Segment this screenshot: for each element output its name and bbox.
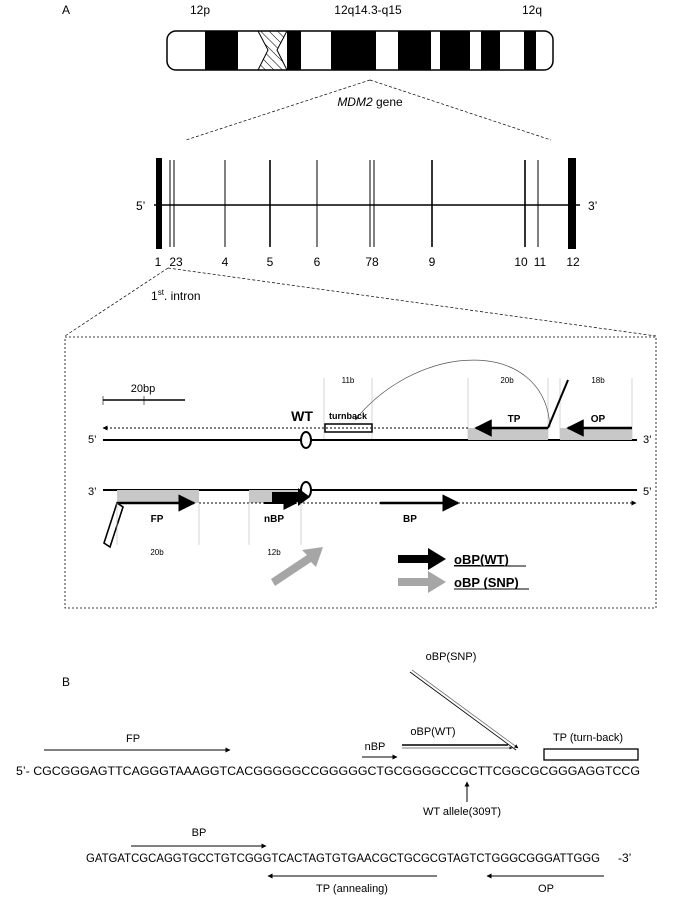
obp-snp-line-a xyxy=(409,671,517,751)
exon-label: 5 xyxy=(267,255,274,269)
fp-seq-label: FP xyxy=(126,733,140,745)
wt-label: WT xyxy=(291,408,313,424)
tp-region xyxy=(468,428,548,440)
length-label-op: 18b xyxy=(591,376,605,385)
nbp-label: nBP xyxy=(264,514,284,525)
chromosome-p-arm-label: 12p xyxy=(190,3,210,17)
panel-a-label: A xyxy=(62,3,70,17)
tp-turnback-box xyxy=(543,748,639,761)
exon-label: 6 xyxy=(314,255,321,269)
turnback-label: turnback xyxy=(329,411,368,421)
fp-tail xyxy=(103,501,124,549)
top-strand-five-prime: 5’ xyxy=(88,434,97,446)
exon-labels: 1 23 4 5 6 78 9 10 11 12 xyxy=(155,255,580,269)
obp-snp-label: oBP(SNP) xyxy=(426,651,477,663)
gene-label: MDM2 gene xyxy=(337,95,403,109)
obp-snp-gray-arrow xyxy=(271,547,323,586)
sequence-line-1: 5’- CGCGGGAGTTCAGGGTAAAGGTCACGGGGGCCGGGG… xyxy=(16,764,640,778)
intron-zoom-left xyxy=(64,267,169,337)
tp-annealing-label: TP (annealing) xyxy=(316,883,388,895)
length-label-tp: 20b xyxy=(500,376,514,385)
panel-b-label: B xyxy=(62,675,70,689)
length-label-turnback: 11b xyxy=(342,376,355,385)
scale-bar xyxy=(102,396,185,405)
primer-detail-box: 20bp 11b 20b 18b 5’ 3’ turnback TP OP xyxy=(64,336,657,609)
legend: oBP(WT) oBP (SNP) xyxy=(398,548,529,593)
op-region xyxy=(560,428,632,440)
tp-turnback-seq-label: TP (turn-back) xyxy=(553,732,623,744)
bp-label: BP xyxy=(403,514,417,525)
gene-five-prime: 5’ xyxy=(136,199,145,213)
obp-snp-line-b xyxy=(411,669,519,749)
exon-label: 12 xyxy=(566,255,580,269)
fp-region xyxy=(117,490,199,503)
intron-zoom-right xyxy=(167,267,657,337)
bottom-strand-five-prime: 5’ xyxy=(643,486,652,498)
scale-bar-label: 20bp xyxy=(131,383,155,395)
wt-site-marker xyxy=(300,431,312,449)
sequence-line-2-end: -3’ xyxy=(618,851,631,865)
exon-label: 11 xyxy=(534,255,547,269)
legend-snp-arrow xyxy=(398,571,446,593)
length-label-nbp: 12b xyxy=(267,548,281,557)
first-intron-label: 1st. intron xyxy=(151,288,201,303)
bottom-strand-three-prime: 3’ xyxy=(88,486,97,498)
legend-wt-arrow xyxy=(398,548,446,570)
exon-1 xyxy=(156,158,162,249)
exon-label: 9 xyxy=(429,255,436,269)
exon-label: 10 xyxy=(514,255,528,269)
tp-label: TP xyxy=(508,414,521,425)
chromosome-ideogram xyxy=(166,30,554,71)
exon-label: 1 xyxy=(155,255,162,269)
nbp-seq-label: nBP xyxy=(365,741,386,753)
obp-wt-seq-label: oBP(WT) xyxy=(410,726,455,738)
zoom-line-left xyxy=(185,79,371,141)
wt-allele-label: WT allele(309T) xyxy=(423,806,501,818)
turnback-box xyxy=(324,423,373,433)
legend-snp-label: oBP (SNP) xyxy=(454,575,519,590)
op-label: OP xyxy=(591,414,606,425)
legend-wt-label: oBP(WT) xyxy=(454,552,509,567)
turnback-loop-arrow xyxy=(354,359,551,428)
op-seq-label: OP xyxy=(538,883,554,895)
fp-label: FP xyxy=(151,514,164,525)
chromosome-band-label: 12q14.3-q15 xyxy=(334,3,402,17)
exon-label: 78 xyxy=(365,255,379,269)
exon-label: 23 xyxy=(169,255,183,269)
exon-marks xyxy=(156,158,576,249)
chromosome-q-arm-label: 12q xyxy=(522,3,542,17)
gene-three-prime: 3’ xyxy=(588,199,597,213)
sequence-line-2: GATGATCGCAGGTGCCTGTCGGGTCACTAGTGTGAACGCT… xyxy=(86,851,600,865)
obp-wt-arrow-on-strand xyxy=(272,488,310,506)
exon-12 xyxy=(568,158,576,249)
bp-seq-label: BP xyxy=(192,827,207,839)
tp-tail xyxy=(547,379,569,429)
zoom-line-right xyxy=(369,79,552,141)
top-strand-three-prime: 3’ xyxy=(643,434,652,446)
exon-label: 4 xyxy=(222,255,229,269)
length-label-fp: 20b xyxy=(150,548,164,557)
